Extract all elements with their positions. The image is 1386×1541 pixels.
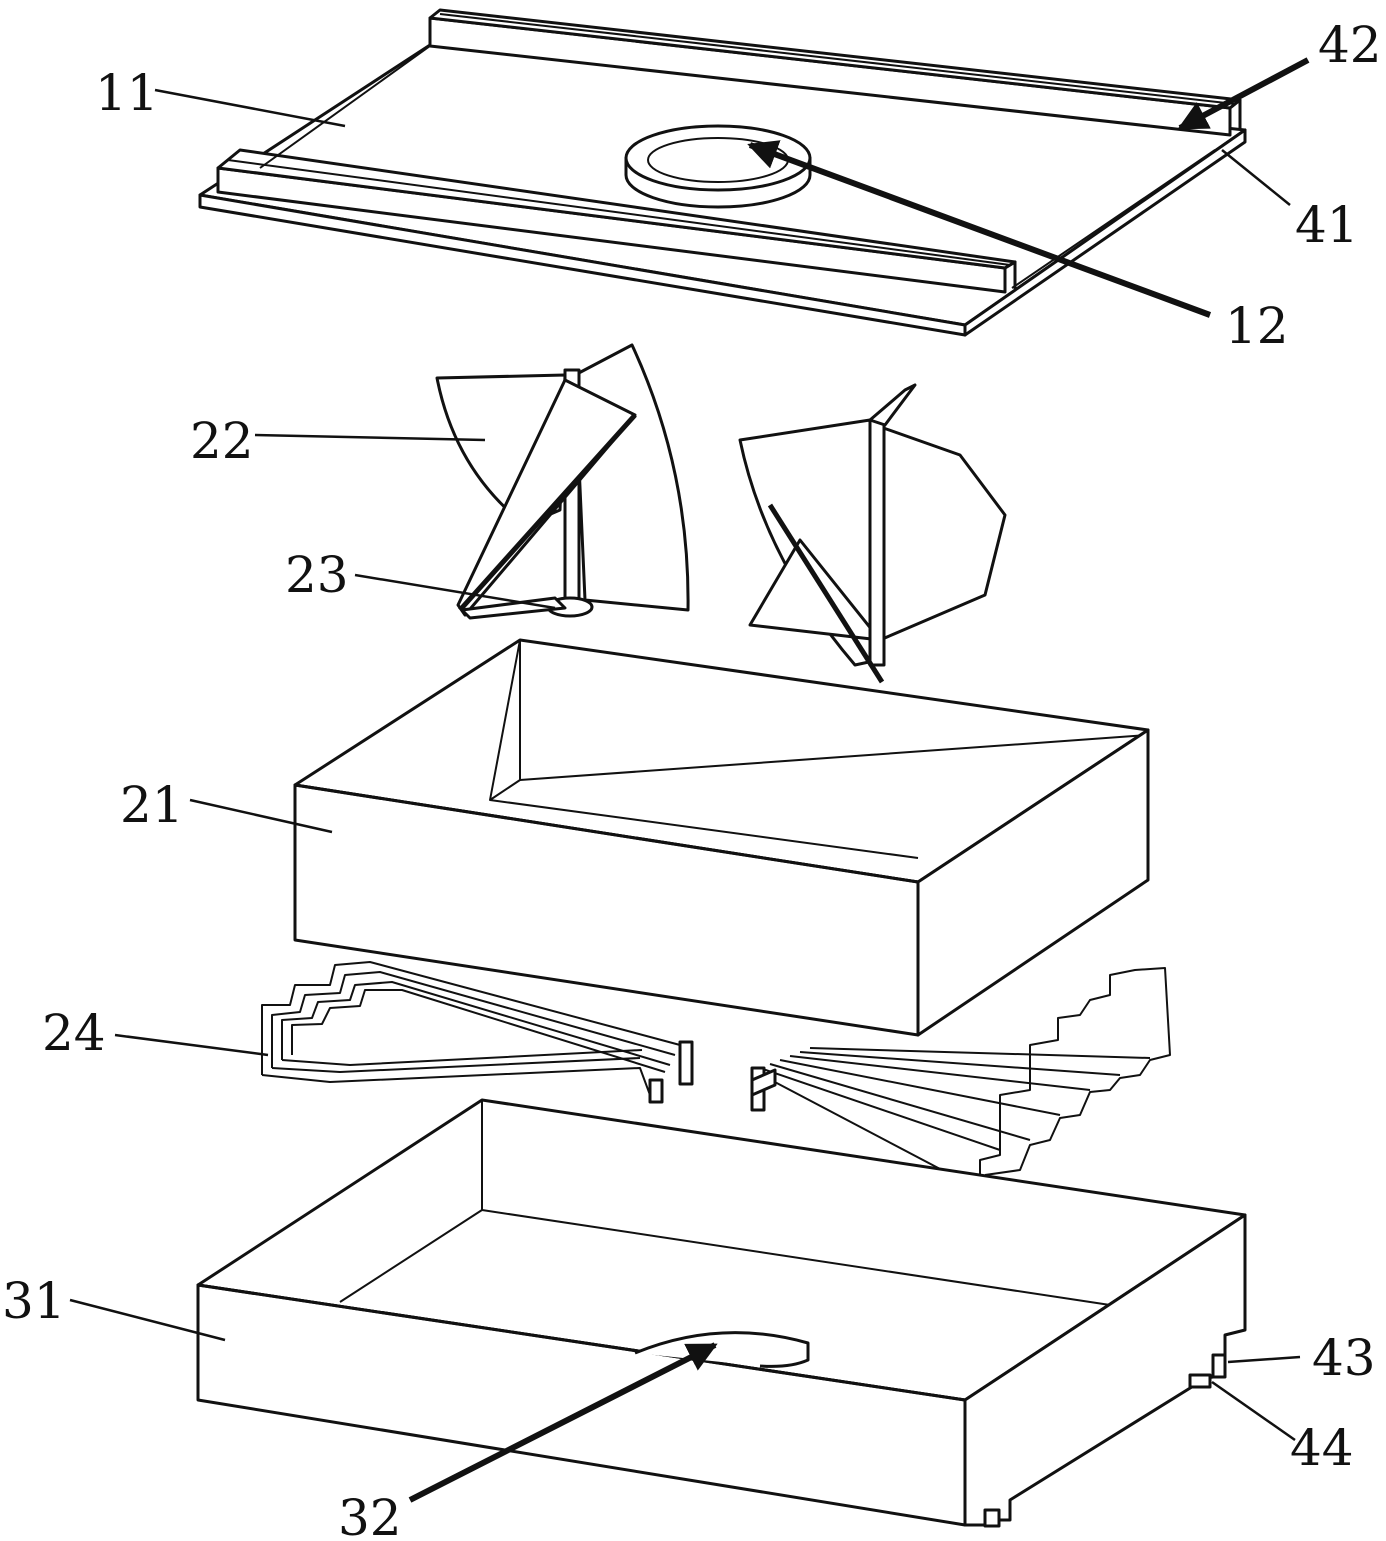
part-labels: 11 42 41 12 22 23 21 24 31 43 44 32 [2,16,1382,1541]
label-41: 41 [1295,196,1359,254]
front-rail [216,148,1017,294]
label-44: 44 [1290,1419,1354,1477]
right-pin-comb [750,967,1171,1191]
left-pin-comb [261,961,694,1104]
label-23: 23 [285,546,349,604]
right-fan-assembly [738,383,1007,684]
label-12: 12 [1225,297,1289,355]
bottom-base [196,1098,1247,1528]
base-feet [983,1353,1227,1528]
label-24: 24 [42,1004,106,1062]
label-43: 43 [1312,1329,1376,1387]
label-22: 22 [190,412,254,470]
left-fan-assembly [435,343,690,620]
label-21: 21 [120,776,184,834]
label-11: 11 [95,64,159,122]
top-plate [198,8,1247,337]
middle-box [293,638,1150,1037]
label-31: 31 [2,1272,66,1330]
base-opening [634,1331,810,1368]
leader-lines [69,57,1310,1503]
back-rail [428,8,1242,137]
label-42: 42 [1318,16,1382,74]
label-32: 32 [338,1489,402,1541]
